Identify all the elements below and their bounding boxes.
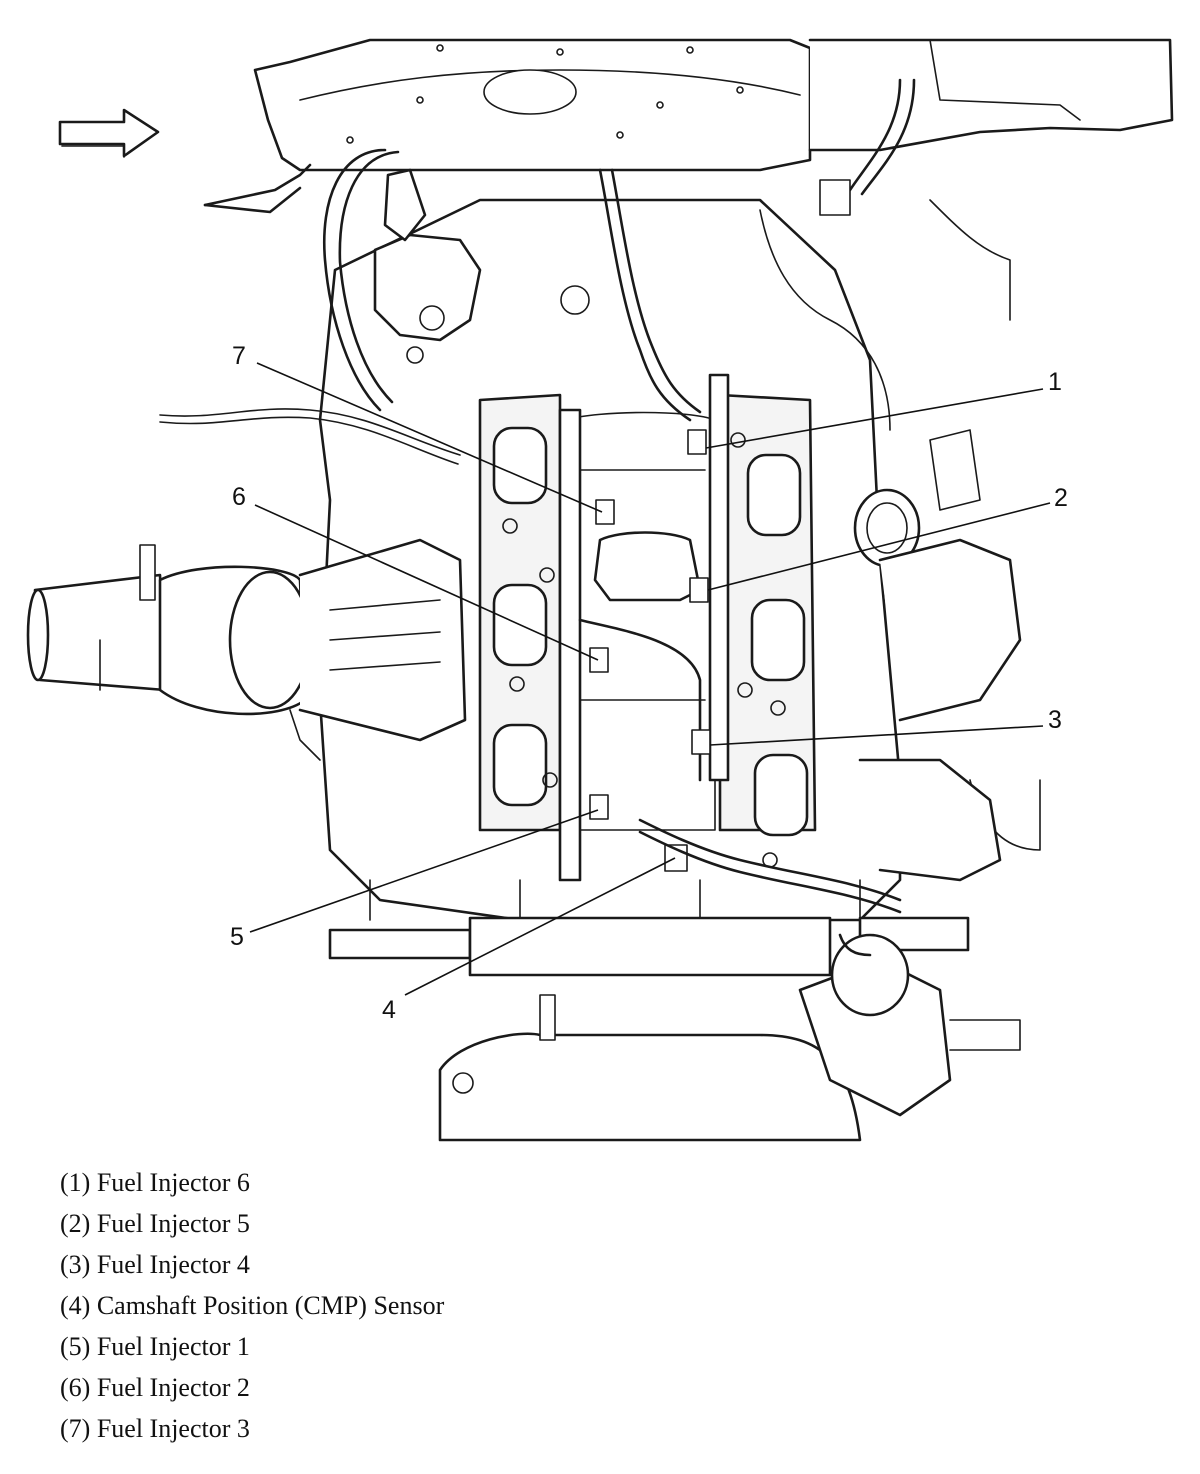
sensor-assembly-top-left [373,168,590,364]
legend-item-1: (1) Fuel Injector 6 [60,1168,250,1197]
callout-3: 3 [1048,706,1062,734]
legend-item-7: (7) Fuel Injector 3 [60,1414,250,1443]
callout-7: 7 [232,342,246,370]
arrow-right-icon [58,108,160,158]
fuel-injectors [589,429,711,872]
frame-crossmember [203,38,1174,214]
callout-2: 2 [1054,484,1068,512]
legend-item-5: (5) Fuel Injector 1 [60,1332,250,1361]
lower-assembly [438,933,1021,1142]
callout-labels: 1 2 3 4 5 6 7 [230,342,1068,1024]
engine-diagram: 1 2 3 4 5 6 7 [26,38,1174,1142]
legend-item-6: (6) Fuel Injector 2 [60,1373,250,1402]
wiring-harness [159,78,1041,914]
callout-4: 4 [382,996,396,1024]
throttle-body [26,538,467,742]
callout-5: 5 [230,923,244,951]
callout-6: 6 [232,483,246,511]
right-side-components [819,179,1022,882]
legend-item-3: (3) Fuel Injector 4 [60,1250,250,1279]
legend: (1) Fuel Injector 6 (2) Fuel Injector 5 … [60,1162,960,1449]
callout-1: 1 [1048,368,1062,396]
fuel-rails [558,373,730,882]
leader-lines [249,362,1051,996]
legend-item-4: (4) Camshaft Position (CMP) Sensor [60,1291,445,1320]
legend-item-2: (2) Fuel Injector 5 [60,1209,250,1238]
